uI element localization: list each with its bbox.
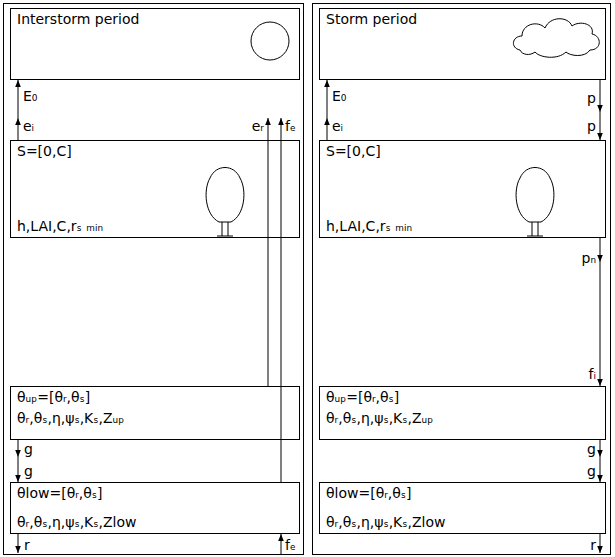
process-box: θlow=[θᵣ,θₛ] θᵣ,θₛ,η,ψₛ,Kₛ,Zlow — [10, 482, 300, 534]
tree-symbol — [516, 168, 554, 237]
box-text: S=[0,C] — [17, 143, 293, 160]
flux-label: eᵣ — [252, 118, 264, 134]
box-text: θlow=[θᵣ,θₛ] — [17, 485, 293, 502]
flux-label: fᵢ — [589, 366, 596, 382]
flux-label: g — [587, 463, 596, 479]
flux-arrow — [281, 534, 282, 555]
process-box: Interstorm period — [10, 8, 300, 80]
flux-label: r — [590, 537, 596, 553]
process-box: θlow=[θᵣ,θₛ] θᵣ,θₛ,η,ψₛ,Kₛ,Zlow — [319, 482, 606, 534]
flux-label: g — [24, 441, 33, 457]
panel-frame — [4, 4, 304, 555]
cloud-symbol — [513, 19, 599, 58]
box-text: h,LAI,C,rₛ ₘᵢₙ — [17, 218, 293, 235]
flux-connector — [600, 80, 601, 140]
tree-trunk — [527, 222, 543, 236]
flux-label: pₙ — [582, 250, 596, 266]
box-text: θᵣ,θₛ,η,ψₛ,Kₛ,Zᵤₚ — [326, 410, 599, 427]
box-text: θᵣ,θₛ,η,ψₛ,Kₛ,Zlow — [17, 514, 293, 531]
box-text: θᵣ,θₛ,η,ψₛ,Kₛ,Zᵤₚ — [17, 410, 293, 427]
flux-label: g — [24, 463, 33, 479]
flux-label: E₀ — [332, 88, 346, 104]
flux-connector — [600, 238, 601, 386]
tree-symbol — [206, 168, 244, 237]
tree-trunk — [217, 222, 233, 236]
tree-crown — [516, 168, 554, 223]
box-text: θᵤₚ=[θᵣ,θₛ] — [17, 389, 293, 406]
flux-connector — [600, 440, 601, 482]
process-box: θᵤₚ=[θᵣ,θₛ] θᵣ,θₛ,η,ψₛ,Kₛ,Zᵤₚ — [319, 386, 606, 440]
box-text: θlow=[θᵣ,θₛ] — [326, 485, 599, 502]
flux-label: g — [587, 441, 596, 457]
box-text: θᵤₚ=[θᵣ,θₛ] — [326, 389, 599, 406]
box-text: S=[0,C] — [326, 143, 599, 160]
flux-arrow — [281, 118, 282, 482]
flux-label: fₑ — [285, 537, 296, 553]
flux-label: eᵢ — [23, 118, 34, 134]
tree-crown — [206, 168, 244, 223]
process-box: S=[0,C] h,LAI,C,rₛ ₘᵢₙ — [10, 140, 300, 238]
box-text: Interstorm period — [17, 11, 293, 28]
flux-label: p — [587, 90, 596, 106]
flux-connector — [327, 80, 328, 140]
process-box: θᵤₚ=[θᵣ,θₛ] θᵣ,θₛ,η,ψₛ,Kₛ,Zᵤₚ — [10, 386, 300, 440]
sun-symbol — [251, 22, 289, 60]
box-text: h,LAI,C,rₛ ₘᵢₙ — [326, 218, 599, 235]
box-text: Storm period — [326, 11, 599, 28]
box-text: θᵣ,θₛ,η,ψₛ,Kₛ,Zlow — [326, 514, 599, 531]
flux-connector — [18, 80, 19, 140]
flux-arrow — [268, 118, 269, 386]
flux-arrow — [18, 534, 19, 553]
flux-arrow — [600, 534, 601, 553]
flux-label: p — [587, 118, 596, 134]
process-box: S=[0,C] h,LAI,C,rₛ ₘᵢₙ — [319, 140, 606, 238]
flux-label: r — [24, 537, 30, 553]
flux-label: eᵢ — [332, 118, 343, 134]
flux-connector — [18, 440, 19, 482]
process-box: Storm period — [319, 8, 606, 80]
panel-frame — [313, 4, 611, 555]
flux-label: fₑ — [285, 118, 296, 134]
flux-label: E₀ — [23, 88, 37, 104]
